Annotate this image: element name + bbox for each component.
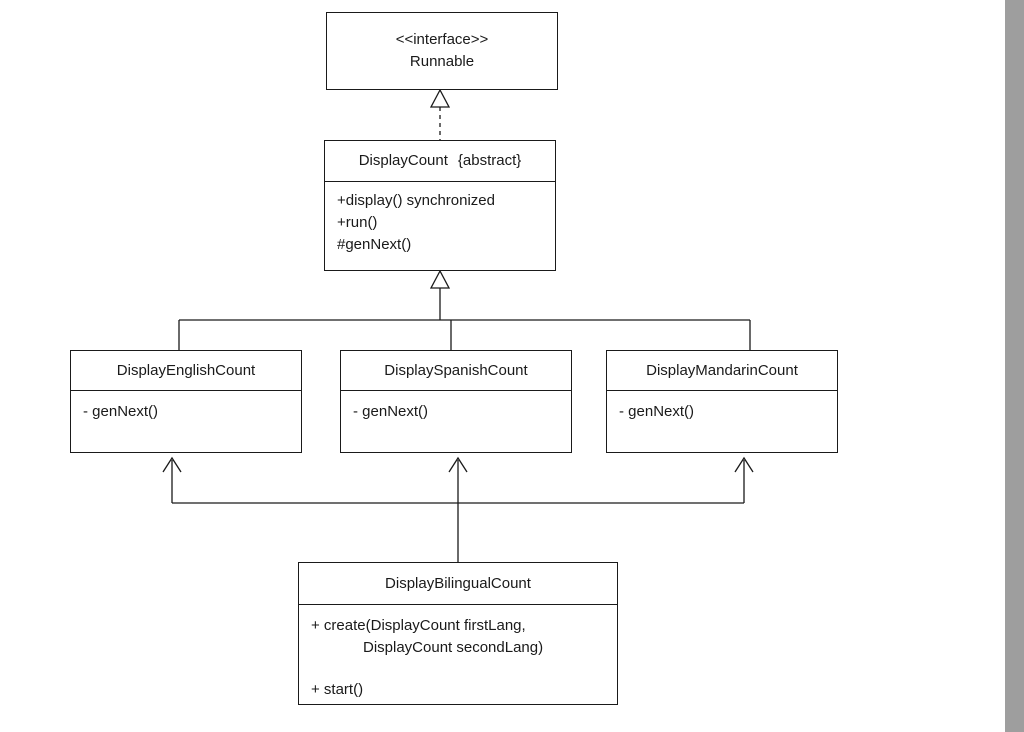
display-english-count-methods: - genNext() (71, 391, 301, 433)
display-count-method: +run() (337, 214, 378, 231)
display-bilingual-count-method: + start() (311, 681, 364, 698)
display-count-name: DisplayCount (358, 152, 448, 169)
realization-arrowhead (429, 88, 451, 108)
display-count-method: #genNext() (337, 236, 412, 253)
display-count-modifier: {abstract} (457, 152, 522, 169)
display-count-methods: +display() synchronized +run() #genNext(… (325, 182, 555, 264)
display-mandarin-count-name: DisplayMandarinCount (646, 361, 798, 379)
display-mandarin-count-method: - genNext() (619, 403, 695, 420)
display-bilingual-count-class-box: DisplayBilingualCount + create(DisplayCo… (298, 562, 618, 705)
display-mandarin-count-header: DisplayMandarinCount (607, 351, 837, 391)
runnable-stereotype: <<interface>> (395, 31, 489, 48)
display-spanish-count-method: - genNext() (353, 403, 429, 420)
runnable-interface-box: <<interface>> Runnable (326, 12, 558, 90)
generalization-arrowhead (429, 269, 451, 289)
runnable-name: Runnable (409, 53, 475, 70)
display-count-class-box: DisplayCount {abstract} +display() synch… (324, 140, 556, 271)
display-english-count-name: DisplayEnglishCount (116, 361, 256, 379)
display-bilingual-count-header: DisplayBilingualCount (299, 563, 617, 605)
display-english-count-method: - genNext() (83, 403, 159, 420)
display-spanish-count-methods: - genNext() (341, 391, 571, 433)
display-mandarin-count-methods: - genNext() (607, 391, 837, 433)
display-bilingual-count-name: DisplayBilingualCount (385, 574, 531, 592)
open-arrowhead-english (162, 456, 182, 473)
open-arrowhead-spanish (448, 456, 468, 473)
display-spanish-count-header: DisplaySpanishCount (341, 351, 571, 391)
display-bilingual-count-method-continued: DisplayCount secondLang) (363, 639, 544, 656)
display-english-count-header: DisplayEnglishCount (71, 351, 301, 391)
runnable-header: <<interface>> Runnable (327, 13, 557, 89)
display-count-method: +display() synchronized (337, 192, 495, 209)
display-bilingual-count-methods: + create(DisplayCount firstLang, Display… (299, 605, 617, 711)
display-mandarin-count-class-box: DisplayMandarinCount - genNext() (606, 350, 838, 453)
display-spanish-count-class-box: DisplaySpanishCount - genNext() (340, 350, 572, 453)
display-spanish-count-name: DisplaySpanishCount (384, 361, 528, 379)
display-bilingual-count-method: + create(DisplayCount firstLang, (311, 617, 526, 634)
display-english-count-class-box: DisplayEnglishCount - genNext() (70, 350, 302, 453)
open-arrowhead-mandarin (734, 456, 754, 473)
scrollbar-track[interactable] (1005, 0, 1024, 732)
display-count-header: DisplayCount {abstract} (325, 141, 555, 182)
